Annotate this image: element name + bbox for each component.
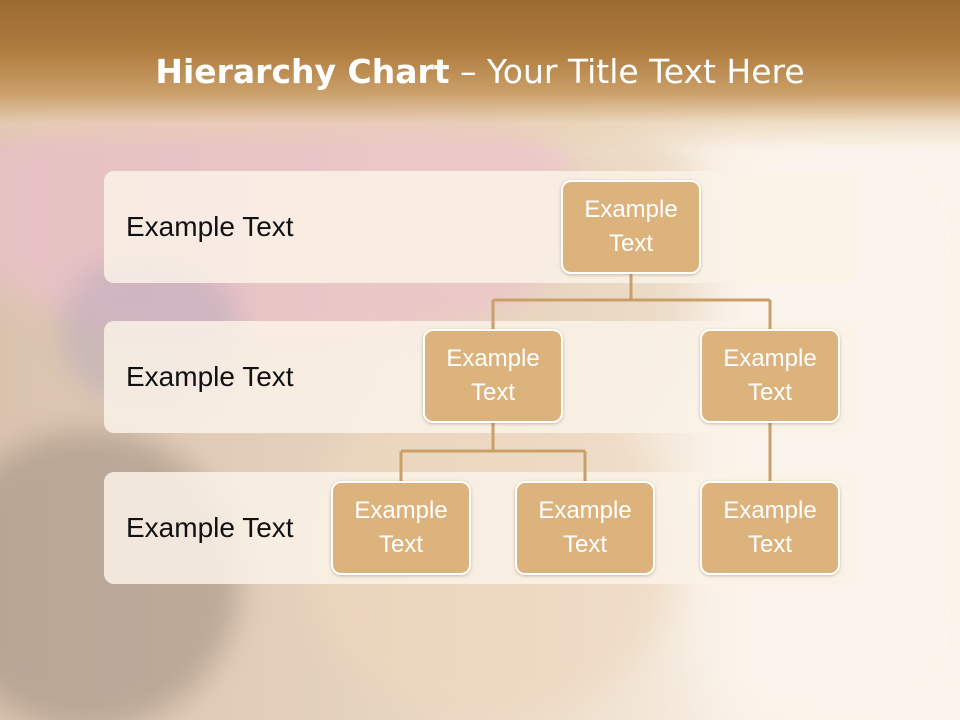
node-level2-right-text: Example Text xyxy=(723,345,817,406)
connector-root-to-level2 xyxy=(491,274,772,329)
node-root-text: Example Text xyxy=(584,196,678,257)
node-level2-right[interactable]: Example Text xyxy=(700,329,840,423)
node-level3-b-text: Example Text xyxy=(538,497,632,558)
node-level2-left[interactable]: Example Text xyxy=(423,329,563,423)
node-level3-b[interactable]: Example Text xyxy=(515,481,655,575)
level-label-3[interactable]: Example Text xyxy=(126,512,294,543)
title-bar xyxy=(0,0,960,150)
title-bold: Hierarchy Chart xyxy=(155,52,450,91)
node-root[interactable]: Example Text xyxy=(561,180,701,274)
node-level2-left-text: Example Text xyxy=(446,345,540,406)
title-rest: – Your Title Text Here xyxy=(449,52,805,91)
connector-left-to-level3 xyxy=(399,423,587,481)
level-label-1[interactable]: Example Text xyxy=(126,211,294,242)
node-level3-c-text: Example Text xyxy=(723,497,817,558)
node-level3-a[interactable]: Example Text xyxy=(331,481,471,575)
node-level3-c[interactable]: Example Text xyxy=(700,481,840,575)
level-band-1: Example Text xyxy=(104,171,856,283)
level-label-2[interactable]: Example Text xyxy=(126,361,294,392)
node-level3-a-text: Example Text xyxy=(354,497,448,558)
slide-title[interactable]: Hierarchy Chart – Your Title Text Here xyxy=(0,52,960,91)
